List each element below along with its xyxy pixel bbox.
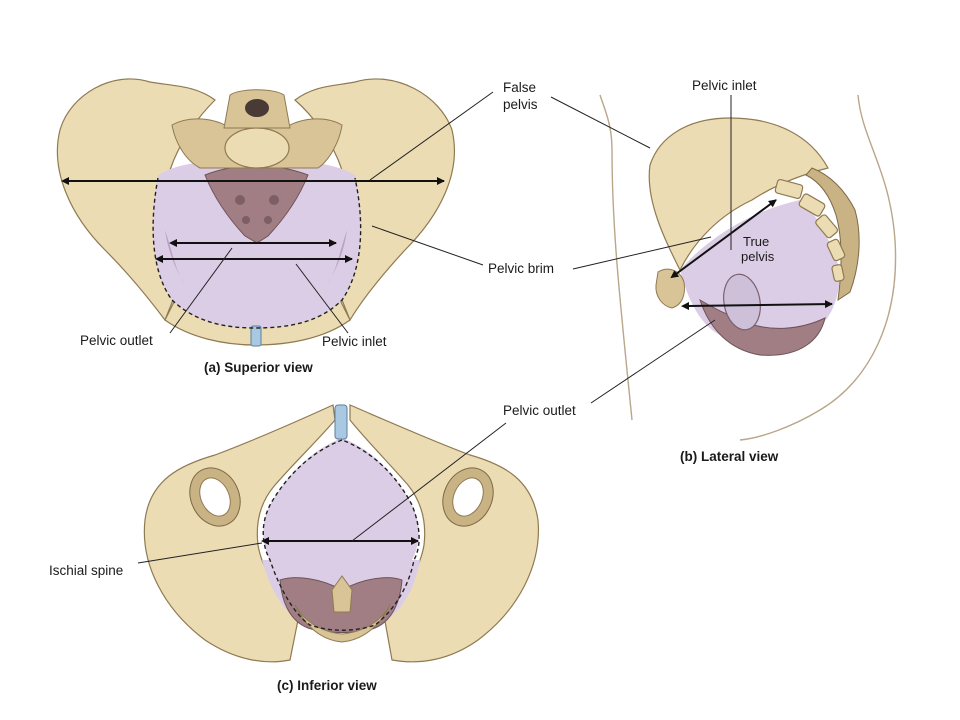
label-pelvic-outlet-center: Pelvic outlet xyxy=(503,403,576,418)
leader-pelvic-brim-b xyxy=(572,236,712,270)
caption-inferior-view: (c) Inferior view xyxy=(277,678,377,693)
leader-false-pelvis-a xyxy=(369,91,494,181)
sacral-segment xyxy=(815,214,839,239)
sacrum-body xyxy=(805,167,860,302)
label-pelvic-brim: Pelvic brim xyxy=(488,261,554,276)
sacral-foramen xyxy=(235,195,245,205)
leader-pelvic-outlet-lateral xyxy=(590,319,716,404)
label-true-pelvis-line1: True xyxy=(743,234,769,249)
sacral-segment xyxy=(798,193,826,217)
left-obturator-foramen xyxy=(199,477,231,517)
lateral-pubis xyxy=(655,268,685,309)
body-outline-left xyxy=(599,94,633,421)
leader-false-pelvis-b xyxy=(550,96,651,149)
sacral-foramen xyxy=(269,195,279,205)
lateral-sacrum xyxy=(774,167,860,302)
leader-pelvic-outlet-superior xyxy=(169,247,233,334)
right-obturator-foramen xyxy=(452,477,484,517)
label-ischial-spine: Ischial spine xyxy=(49,563,123,578)
label-false-pelvis-line1: False xyxy=(503,80,536,95)
caption-lateral-view: (b) Lateral view xyxy=(680,449,779,464)
leader-ischial-spine xyxy=(137,542,263,564)
lateral-pelvic-inlet-arrow xyxy=(670,199,777,279)
caption-superior-view: (a) Superior view xyxy=(204,360,313,375)
sacral-foramen xyxy=(264,216,272,224)
leader-pelvic-outlet-inferior xyxy=(351,422,507,542)
sacral-segment xyxy=(826,238,846,262)
label-true-pelvis-line2: pelvis xyxy=(741,249,775,264)
pubic-symphysis-inferior xyxy=(334,404,348,440)
superior-view-drawing xyxy=(56,78,456,347)
sacral-segment xyxy=(831,264,845,282)
leader-lines xyxy=(137,91,732,564)
leader-pelvic-brim-a xyxy=(371,225,484,266)
pelvic-brim-outline-superior xyxy=(152,177,362,329)
inferior-sacrum-wings xyxy=(294,604,391,643)
pelvic-cavity-inferior xyxy=(263,438,419,568)
inferior-left-coxal xyxy=(143,404,336,663)
pubic-symphysis xyxy=(250,325,262,347)
sacral-foramen xyxy=(242,216,250,224)
lateral-pelvic-outlet-arrow xyxy=(681,300,833,310)
body-outline-right xyxy=(739,94,897,441)
vertebral-body xyxy=(224,127,290,169)
sacral-segment xyxy=(774,178,804,200)
pelvic-brim-outline-inferior xyxy=(262,439,420,631)
label-false-pelvis-line2: pelvis xyxy=(503,97,538,112)
label-pelvic-inlet-superior: Pelvic inlet xyxy=(322,334,387,349)
vertebral-foramen xyxy=(245,99,269,117)
label-pelvic-inlet-lateral: Pelvic inlet xyxy=(692,78,757,93)
coccyx xyxy=(331,575,353,613)
label-pelvic-outlet-superior: Pelvic outlet xyxy=(80,333,153,348)
leader-pelvic-inlet-superior xyxy=(295,263,349,334)
inferior-view-drawing xyxy=(143,404,540,663)
lateral-view-drawing xyxy=(599,94,897,441)
